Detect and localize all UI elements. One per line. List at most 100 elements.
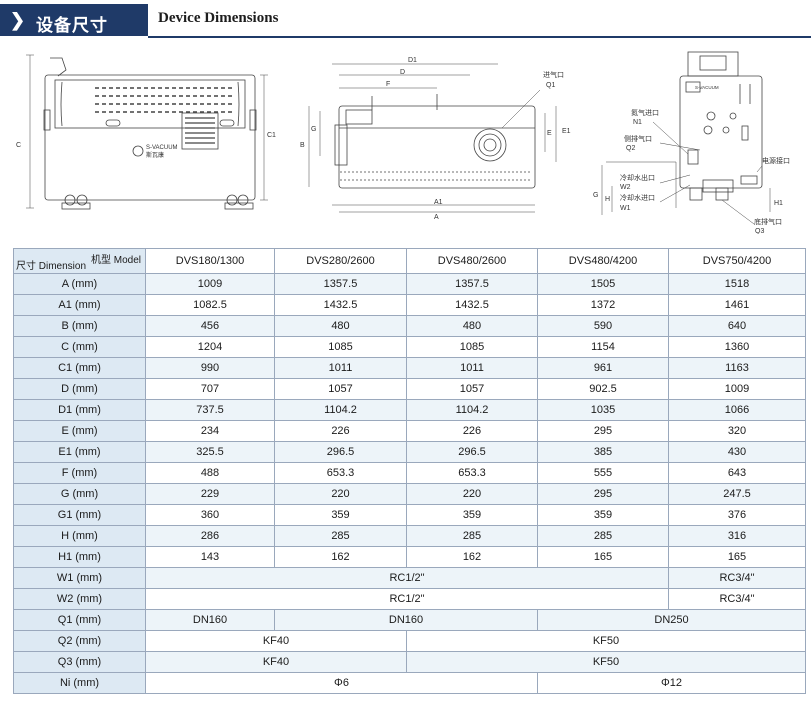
table-cell: 1357.5 [406, 273, 538, 295]
table-cell: 643 [668, 462, 806, 484]
table-cell: 1505 [537, 273, 669, 295]
table-cell: 165 [537, 546, 669, 568]
table-cell: 1432.5 [406, 294, 538, 316]
table-corner-header: 机型 Model 尺寸 Dimension [13, 248, 146, 274]
row-label: E1 (mm) [13, 441, 146, 463]
table-row: W1 (mm) RC1/2" RC3/4" [13, 567, 806, 589]
table-cell: 234 [145, 420, 275, 442]
table-cell: 1035 [537, 399, 669, 421]
table-cell: 1360 [668, 336, 806, 358]
front-label-c: C [16, 142, 21, 149]
table-cell: 1518 [668, 273, 806, 295]
table-cell: 359 [537, 504, 669, 526]
row-label: E (mm) [13, 420, 146, 442]
table-cell: 165 [668, 546, 806, 568]
top-view-drawing [308, 63, 557, 213]
table-cell: 737.5 [145, 399, 275, 421]
table-cell: 902.5 [537, 378, 669, 400]
table-cell: 226 [274, 420, 407, 442]
row-label: W2 (mm) [13, 588, 146, 610]
table-cell: 320 [668, 420, 806, 442]
table-cell: 1057 [406, 378, 538, 400]
table-cell: 590 [537, 315, 669, 337]
table-cell: 296.5 [274, 441, 407, 463]
side-callout-water-in: 冷却水进口 [620, 193, 655, 202]
table-cell: 707 [145, 378, 275, 400]
row-label: B (mm) [13, 315, 146, 337]
side-callout-w2: W2 [620, 184, 631, 191]
top-label-f: F [386, 81, 390, 88]
side-label-g: G [593, 192, 598, 199]
table-cell: 1204 [145, 336, 275, 358]
col-header-model: DVS750/4200 [668, 248, 806, 274]
row-label: A (mm) [13, 273, 146, 295]
header-rule [148, 36, 811, 38]
corner-model-label: 机型 Model [90, 255, 141, 266]
table-cell: 220 [406, 483, 538, 505]
col-header-model: DVS180/1300 [145, 248, 275, 274]
top-label-a1: A1 [434, 199, 443, 206]
table-cell: DN160 [145, 609, 275, 631]
row-label: A1 (mm) [13, 294, 146, 316]
row-label: C1 (mm) [13, 357, 146, 379]
table-cell: Φ6 [145, 672, 538, 694]
side-callout-side-exhaust: 侧排气口 [624, 134, 652, 143]
side-callout-bottom-exhaust: 底排气口 [754, 217, 782, 226]
corner-dimension-label: 尺寸 Dimension [16, 261, 87, 272]
side-callout-n1: N1 [633, 119, 642, 126]
table-cell: DN250 [537, 609, 806, 631]
row-label: H (mm) [13, 525, 146, 547]
side-label-h1: H1 [774, 200, 783, 207]
row-label: Ni (mm) [13, 672, 146, 694]
table-cell: 295 [537, 483, 669, 505]
table-cell: 1009 [668, 378, 806, 400]
table-cell: RC1/2" [145, 588, 669, 610]
table-cell: RC1/2" [145, 567, 669, 589]
table-cell: 1066 [668, 399, 806, 421]
side-callout-w1: W1 [620, 205, 631, 212]
table-cell: Φ12 [537, 672, 806, 694]
table-cell: 1104.2 [274, 399, 407, 421]
table-cell: 990 [145, 357, 275, 379]
table-cell: 286 [145, 525, 275, 547]
section-tab: ❯ 设备尺寸 [0, 4, 148, 36]
table-cell: 555 [537, 462, 669, 484]
table-cell: 316 [668, 525, 806, 547]
table-cell: 488 [145, 462, 275, 484]
table-row: Ni (mm) Φ6 Φ12 [13, 672, 806, 694]
table-cell: 385 [537, 441, 669, 463]
side-view-drawing [601, 51, 771, 225]
front-logo-sub: 斯瓦康 [146, 151, 164, 159]
front-logo-icon [132, 145, 144, 157]
row-label: Q1 (mm) [13, 609, 146, 631]
top-label-b: B [300, 142, 305, 149]
row-label: G (mm) [13, 483, 146, 505]
table-cell: 360 [145, 504, 275, 526]
col-header-model: DVS280/2600 [274, 248, 407, 274]
table-cell: RC3/4" [668, 567, 806, 589]
side-logo-text: S-VACUUM [695, 85, 719, 90]
table-cell: KF40 [145, 651, 407, 673]
table-cell: 1009 [145, 273, 275, 295]
table-cell: 220 [274, 483, 407, 505]
side-callout-q2: Q2 [626, 145, 635, 152]
section-title-cn: 设备尺寸 [36, 16, 108, 35]
table-cell: 1085 [274, 336, 407, 358]
table-cell: 1011 [274, 357, 407, 379]
table-cell: 961 [537, 357, 669, 379]
table-cell: 359 [406, 504, 538, 526]
side-callout-nitrogen: 氮气进口 [631, 108, 659, 117]
table-cell: 162 [406, 546, 538, 568]
table-row: Q2 (mm) KF40 KF50 [13, 630, 806, 652]
table-cell: 376 [668, 504, 806, 526]
table-cell: KF40 [145, 630, 407, 652]
table-cell: KF50 [406, 651, 806, 673]
